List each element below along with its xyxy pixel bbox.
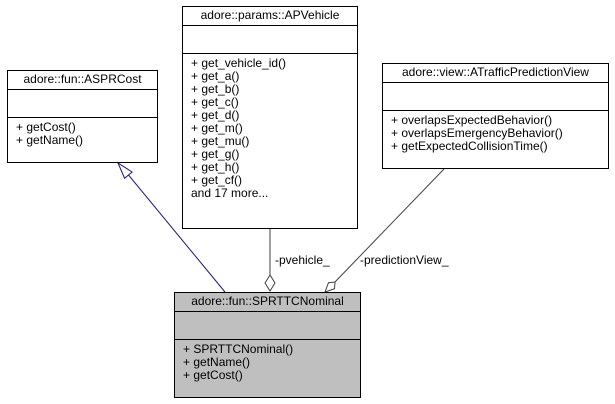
operation: + SPRTTCNominal()	[183, 342, 294, 356]
class-name: adore::view::ATrafficPredictionView	[383, 64, 608, 83]
operation: + getCost()	[16, 120, 76, 134]
attributes-section	[175, 312, 360, 340]
operation: + getName()	[16, 133, 84, 147]
inheritance-arrowhead	[116, 161, 133, 180]
operations-section: + get_vehicle_id() + get_a() + get_b() +…	[183, 54, 357, 200]
operation: + overlapsExpectedBehavior()	[391, 113, 553, 127]
pvehicle-label: -pvehicle_	[275, 253, 330, 267]
inheritance-edge	[125, 171, 226, 293]
class-name: adore::params::APVehicle	[183, 7, 357, 26]
class-box-asprcost[interactable]: adore::fun::ASPRCost + getCost() + getNa…	[7, 70, 158, 163]
class-box-apvehicle[interactable]: adore::params::APVehicle + get_vehicle_i…	[182, 6, 358, 229]
class-box-sprttcnominal[interactable]: adore::fun::SPRTTCNominal + SPRTTCNomina…	[174, 292, 361, 398]
attributes-section	[383, 83, 608, 111]
operation: + get_g()	[191, 147, 240, 161]
operation: + get_b()	[191, 82, 240, 96]
class-name: adore::fun::SPRTTCNominal	[175, 293, 360, 312]
operation: + get_d()	[191, 108, 240, 122]
operation: + getName()	[183, 355, 251, 369]
attributes-section	[183, 26, 357, 54]
prediction-view-edge	[334, 168, 445, 283]
operations-section: + overlapsExpectedBehavior() + overlapsE…	[383, 111, 608, 153]
operation: + getCost()	[183, 368, 243, 382]
pvehicle-diamond	[264, 274, 276, 292]
operation: + get_mu()	[191, 134, 250, 148]
operations-section: + getCost() + getName()	[8, 118, 157, 147]
prediction-view-label: -predictionView_	[360, 253, 449, 267]
class-box-atrafficpredictionview[interactable]: adore::view::ATrafficPredictionView + ov…	[382, 63, 609, 169]
operation: + get_a()	[191, 69, 240, 83]
operation: + get_m()	[191, 121, 243, 135]
operation-more: and 17 more...	[191, 186, 269, 200]
class-name: adore::fun::ASPRCost	[8, 71, 157, 90]
operations-section: + SPRTTCNominal() + getName() + getCost(…	[175, 340, 360, 382]
operation: + get_h()	[191, 160, 240, 174]
operation: + get_vehicle_id()	[191, 56, 287, 70]
prediction-view-diamond	[324, 281, 336, 293]
operation: + get_cf()	[191, 173, 243, 187]
attributes-section	[8, 90, 157, 118]
operation: + get_c()	[191, 95, 239, 109]
operation: + getExpectedCollisionTime()	[391, 139, 548, 153]
operation: + overlapsEmergencyBehavior()	[391, 126, 563, 140]
